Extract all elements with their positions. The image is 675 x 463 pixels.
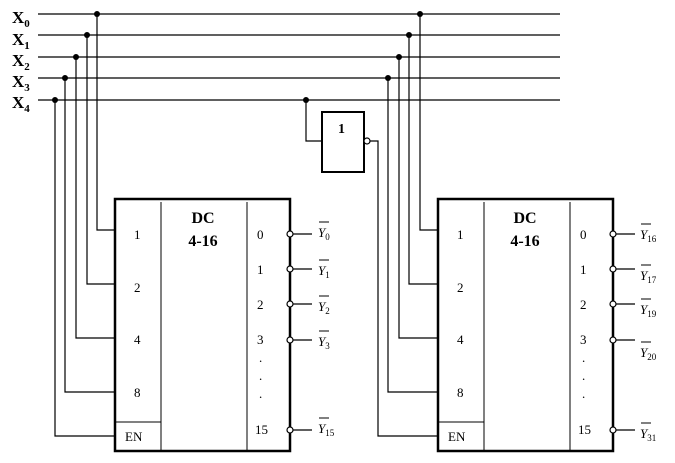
address-pin-label: 1 bbox=[134, 227, 141, 242]
junction-dot bbox=[62, 75, 68, 81]
address-pin-label: 8 bbox=[134, 385, 141, 400]
output-pin-label: 2 bbox=[257, 297, 264, 312]
address-pin-label: 8 bbox=[457, 385, 464, 400]
output-pin-label: 3 bbox=[580, 332, 587, 347]
wire-x4-to-left-en bbox=[54, 100, 115, 437]
output-pin-label: 15 bbox=[255, 422, 268, 437]
address-pin-label: 2 bbox=[134, 280, 141, 295]
wire-inverter-to-right-en bbox=[370, 140, 438, 437]
junction-dot bbox=[84, 32, 90, 38]
wire-x1-to-left-pin2 bbox=[86, 35, 115, 285]
wire-x2-to-left-pin4 bbox=[75, 57, 115, 339]
input-labels: X0 X1 X2 X3 X4 bbox=[12, 8, 30, 115]
decoder-right-subtitle: 4-16 bbox=[510, 233, 539, 250]
output-ellipsis-dot: . bbox=[582, 386, 585, 401]
inverter-label: 1 bbox=[338, 122, 345, 137]
wire-x0-to-right-pin1 bbox=[419, 14, 438, 231]
output-label-y16: Y16 bbox=[640, 227, 657, 244]
input-bus bbox=[38, 13, 560, 101]
output-label-y19: Y19 bbox=[640, 302, 657, 319]
output-label-y17: Y17 bbox=[640, 268, 657, 285]
input-label-x1: X1 bbox=[12, 30, 30, 52]
output-pin-label: 1 bbox=[257, 262, 264, 277]
decoder-right: DC 4-16 1 2 4 8 EN 0 1 2 3 . . . 15 Y16 … bbox=[436, 197, 657, 453]
decoder-left-title: DC bbox=[191, 210, 214, 227]
output-label-y31: Y31 bbox=[640, 426, 656, 443]
output-ellipsis-dot: . bbox=[259, 386, 262, 401]
address-pin-label: 4 bbox=[457, 332, 464, 347]
junction-dot bbox=[417, 11, 423, 17]
decoder-left-output-labels bbox=[319, 221, 329, 419]
decoder-left-output-lines bbox=[286, 230, 312, 434]
wire-x1-to-right-pin2 bbox=[408, 35, 438, 285]
output-label-y1: Y1 bbox=[318, 263, 330, 280]
output-pin-label: 1 bbox=[580, 262, 587, 277]
input-label-x3: X3 bbox=[12, 72, 30, 94]
left-decoder-wires bbox=[54, 14, 115, 437]
inverter-bubble bbox=[363, 137, 371, 145]
input-label-x2: X2 bbox=[12, 51, 30, 73]
junction-dot bbox=[385, 75, 391, 81]
output-ellipsis-dot: . bbox=[582, 368, 585, 383]
enable-pin-label: EN bbox=[125, 429, 143, 444]
output-pin-label: 3 bbox=[257, 332, 264, 347]
junction-dot bbox=[73, 54, 79, 60]
right-decoder-wires bbox=[305, 14, 438, 437]
output-ellipsis-dot: . bbox=[259, 350, 262, 365]
wire-x3-to-right-pin8 bbox=[387, 78, 438, 393]
junction-dot bbox=[396, 54, 402, 60]
output-pin-label: 0 bbox=[580, 227, 587, 242]
decoder-right-output-lines bbox=[609, 230, 635, 434]
decoder-left: DC 4-16 1 2 4 8 EN 0 1 2 3 . . . 15 Y0 Y… bbox=[113, 197, 335, 453]
input-label-x0: X0 bbox=[12, 8, 30, 30]
decoder-right-body bbox=[436, 197, 615, 453]
junction-dot bbox=[94, 11, 100, 17]
output-pin-label: 15 bbox=[578, 422, 591, 437]
inverter-body bbox=[321, 111, 365, 173]
wire-x3-to-left-pin8 bbox=[64, 78, 115, 393]
wire-x0-to-left-pin1 bbox=[96, 14, 115, 231]
decoder-left-body bbox=[113, 197, 292, 453]
output-label-y20: Y20 bbox=[640, 345, 657, 362]
wire-x4-to-inverter bbox=[305, 100, 322, 142]
decoder-left-subtitle: 4-16 bbox=[188, 233, 217, 250]
junction-dot bbox=[406, 32, 412, 38]
inverter-gate: 1 bbox=[321, 111, 371, 173]
output-ellipsis-dot: . bbox=[259, 368, 262, 383]
junction-dot bbox=[303, 97, 309, 103]
output-label-y15: Y15 bbox=[318, 421, 335, 438]
decoder-right-title: DC bbox=[513, 210, 536, 227]
output-pin-label: 0 bbox=[257, 227, 264, 242]
junction-dots bbox=[52, 11, 423, 103]
address-pin-label: 1 bbox=[457, 227, 464, 242]
output-label-y0: Y0 bbox=[318, 225, 330, 242]
output-label-y3: Y3 bbox=[318, 334, 330, 351]
output-ellipsis-dot: . bbox=[582, 350, 585, 365]
enable-pin-label: EN bbox=[448, 429, 466, 444]
decoder-right-output-labels bbox=[641, 223, 651, 424]
address-pin-label: 2 bbox=[457, 280, 464, 295]
input-label-x4: X4 bbox=[12, 93, 30, 115]
output-pin-label: 2 bbox=[580, 297, 587, 312]
address-pin-label: 4 bbox=[134, 332, 141, 347]
output-label-y2: Y2 bbox=[318, 299, 330, 316]
wire-x2-to-right-pin4 bbox=[398, 57, 438, 339]
junction-dot bbox=[52, 97, 58, 103]
